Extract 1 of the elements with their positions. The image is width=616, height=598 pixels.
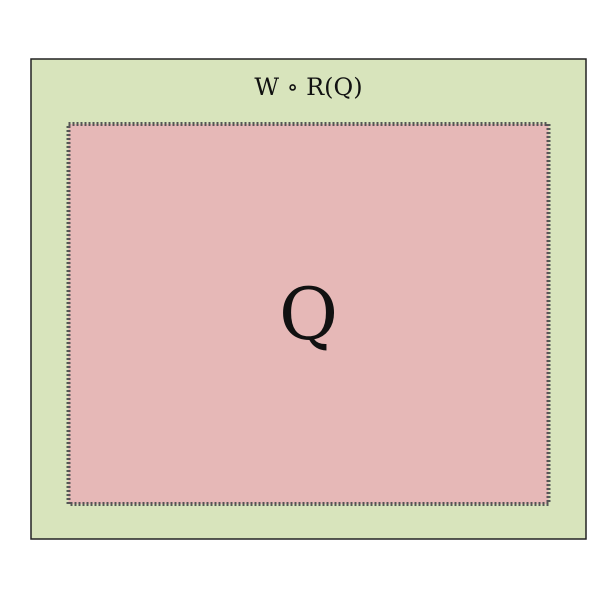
- node-box: Q: [66, 122, 550, 506]
